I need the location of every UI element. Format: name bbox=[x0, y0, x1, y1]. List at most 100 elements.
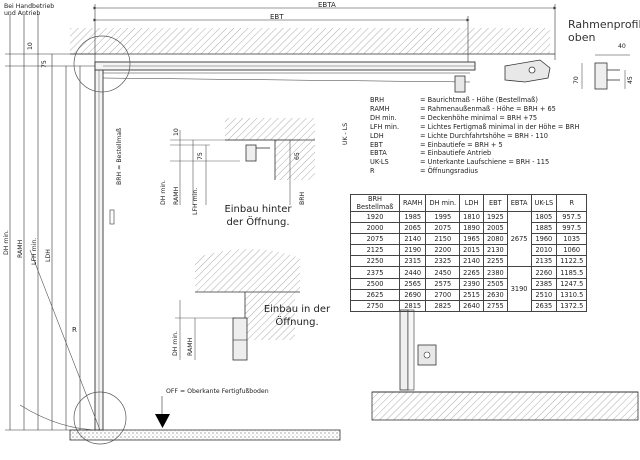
table-cell: 1060 bbox=[556, 244, 588, 257]
table-cell: 2750 bbox=[350, 299, 400, 312]
table-cell: 2380 bbox=[482, 266, 508, 279]
th-ebt: EBT bbox=[482, 194, 508, 212]
table-cell: 2000 bbox=[350, 222, 400, 235]
detail-in bbox=[175, 249, 300, 361]
table-cell: 2505 bbox=[482, 277, 508, 290]
drive-motor bbox=[454, 59, 551, 93]
dim-10-left: 10 bbox=[27, 42, 34, 50]
table-cell: 2080 bbox=[482, 233, 508, 246]
dimensions-table: BRH Bestellmaß RAMH DH min. LDH EBT EBTA… bbox=[350, 194, 588, 312]
floor bbox=[69, 396, 341, 441]
table-cell: 2675 bbox=[506, 210, 532, 268]
detail-circles bbox=[73, 35, 131, 445]
rahmenprofil-title: Rahmenprofil oben bbox=[568, 18, 640, 44]
table-cell: 2375 bbox=[350, 266, 400, 279]
radius-arc bbox=[19, 249, 101, 431]
table-cell: 1925 bbox=[482, 210, 508, 224]
table-cell: 2140 bbox=[398, 233, 427, 246]
table-cell: 2815 bbox=[398, 299, 427, 312]
table-cell: 2325 bbox=[425, 255, 461, 268]
abbreviation-legend: BRH= Baurichtmaß - Höhe (Bestellmaß) RAM… bbox=[370, 96, 579, 176]
detail1-dh-min: DH min. bbox=[160, 179, 167, 205]
table-cell: 1185.5 bbox=[556, 266, 588, 279]
table-cell: 2515 bbox=[459, 288, 484, 301]
table-cell: 1960 bbox=[530, 233, 558, 246]
caption-einbau-hinter: Einbau hinter der Öffnung. bbox=[224, 204, 292, 228]
th-r: R bbox=[556, 194, 588, 212]
legend-row: EBT= Einbautiefe = BRH + 5 bbox=[370, 140, 503, 149]
table-cell: 2630 bbox=[482, 288, 508, 301]
off-note: OFF = Oberkante Fertigfußboden bbox=[166, 388, 269, 395]
table-cell: 2575 bbox=[425, 277, 461, 290]
top-dimension-lines bbox=[93, 4, 557, 66]
table-cell: 1122.5 bbox=[556, 255, 588, 268]
handbetrieb-note: Bei Handbetrieb und Antrieb bbox=[4, 3, 55, 17]
dim-lfh-min: LFH min. bbox=[31, 237, 38, 265]
table-cell: 957.5 bbox=[556, 210, 588, 224]
dim-dh-min: DH min. bbox=[3, 229, 10, 255]
door-frame bbox=[94, 61, 476, 431]
legend-row: BRH= Baurichtmaß - Höhe (Bestellmaß) bbox=[370, 96, 538, 104]
table-cell: 2385 bbox=[530, 277, 558, 290]
table-cell: 997.5 bbox=[556, 222, 588, 235]
th-dhmin: DH min. bbox=[425, 194, 461, 212]
table-cell: 2500 bbox=[350, 277, 400, 290]
table-cell: 2625 bbox=[350, 288, 400, 301]
table-cell: 2250 bbox=[350, 255, 400, 268]
detail2-ramh: RAMH bbox=[187, 337, 194, 356]
detail-hinter bbox=[170, 118, 315, 205]
table-cell: 2140 bbox=[459, 255, 484, 268]
profil-height-70: 70 bbox=[573, 76, 580, 84]
door-bottom-detail bbox=[371, 309, 639, 421]
th-ldh: LDH bbox=[459, 194, 484, 212]
detail1-dim-75: 75 bbox=[197, 152, 204, 160]
th-brh: BRH Bestellmaß bbox=[350, 194, 400, 212]
detail1-dim-65: 65 bbox=[294, 152, 301, 160]
table-cell: 2440 bbox=[398, 266, 427, 279]
profil-height-45: 45 bbox=[627, 76, 634, 84]
table-cell: 1310.5 bbox=[556, 288, 588, 301]
profil-width-40: 40 bbox=[618, 43, 626, 50]
table-cell: 1805 bbox=[530, 210, 558, 224]
table-cell: 1995 bbox=[425, 210, 461, 224]
table-cell: 2065 bbox=[398, 222, 427, 235]
table-cell: 1985 bbox=[398, 210, 427, 224]
table-cell: 1965 bbox=[459, 233, 484, 246]
detail1-ramh: RAMH bbox=[173, 186, 180, 205]
table-cell: 2255 bbox=[482, 255, 508, 268]
legend-row: EBTA= Einbautiefe Antrieb bbox=[370, 149, 492, 158]
table-cell: 2150 bbox=[425, 233, 461, 246]
off-marker-icon bbox=[155, 414, 170, 428]
table-cell: 1372.5 bbox=[556, 299, 588, 312]
table-cell: 2200 bbox=[425, 244, 461, 257]
ebta-label: EBTA bbox=[318, 1, 336, 9]
th-ebta: EBTA bbox=[506, 194, 532, 212]
table-cell: 2690 bbox=[398, 288, 427, 301]
legend-row: R= Öffnungsradius bbox=[370, 167, 478, 176]
table-cell: 3190 bbox=[506, 266, 532, 312]
dim-ramh: RAMH bbox=[17, 239, 24, 258]
legend-row: UK-LS= Unterkante Laufschiene = BRH - 11… bbox=[370, 158, 550, 167]
ebt-label: EBT bbox=[270, 13, 284, 21]
table-cell: 2010 bbox=[530, 244, 558, 257]
legend-row: DH min.= Deckenhöhe minimal = BRH +75 bbox=[370, 113, 538, 122]
legend-row: LDH= Lichte Durchfahrtshöhe = BRH - 110 bbox=[370, 131, 548, 140]
legend-row: LFH min.= Lichtes Fertigmaß minimal in d… bbox=[370, 122, 580, 131]
dim-75-left: 75 bbox=[41, 60, 48, 68]
table-cell: 1885 bbox=[530, 222, 558, 235]
table-cell: 1920 bbox=[350, 210, 400, 224]
table-cell: 2190 bbox=[398, 244, 427, 257]
table-cell: 1810 bbox=[459, 210, 484, 224]
table-cell: 2755 bbox=[482, 299, 508, 312]
dim-radius: R bbox=[72, 326, 77, 334]
table-cell: 2390 bbox=[459, 277, 484, 290]
legend-row: RAMH= Rahmenaußenmaß - Höhe = BRH + 65 bbox=[370, 104, 556, 113]
table-cell: 2825 bbox=[425, 299, 461, 312]
